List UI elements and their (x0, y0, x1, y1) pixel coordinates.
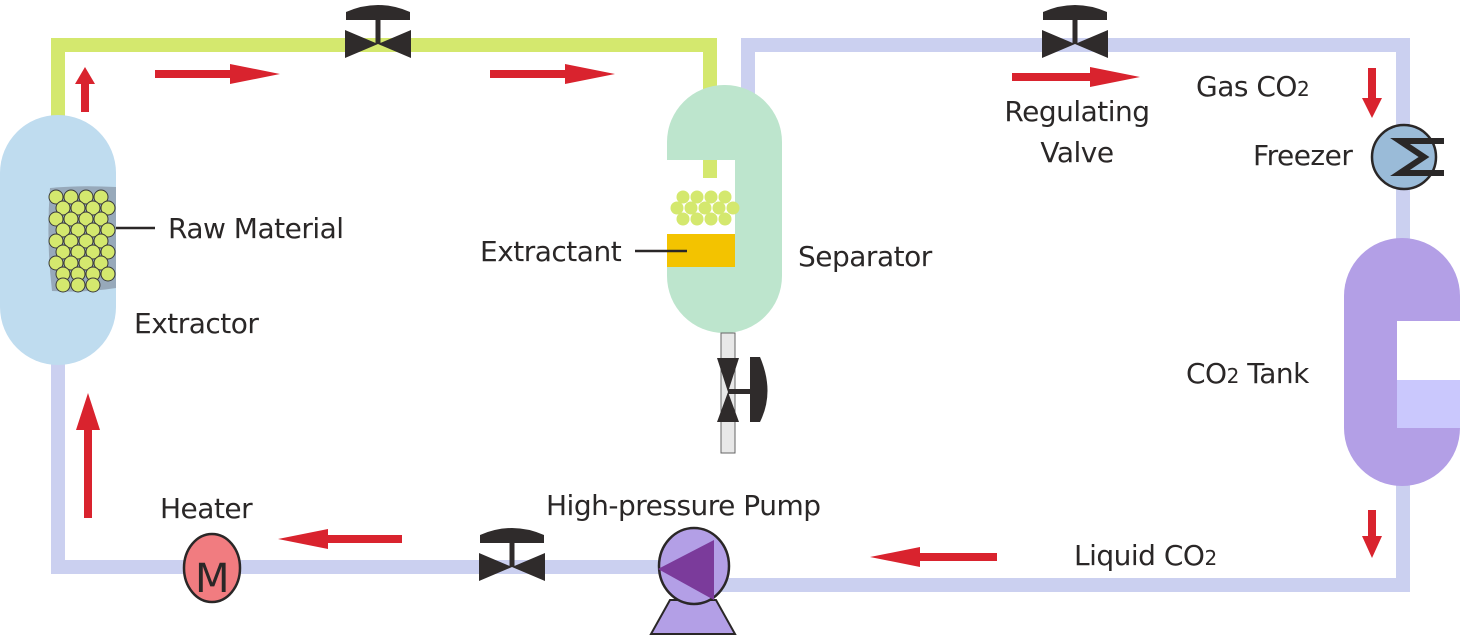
particle (48, 189, 64, 205)
extractor (0, 115, 155, 365)
freezer-coil-icon (1390, 138, 1444, 176)
particle (85, 200, 101, 216)
flow-arrows (75, 64, 1382, 567)
particle (70, 244, 86, 260)
arrow-up-icon (76, 393, 100, 518)
particle (100, 244, 116, 260)
separator (635, 85, 782, 454)
particle (698, 201, 712, 215)
raw-material-label: Raw Material (168, 212, 344, 245)
arrow-right-icon (1012, 67, 1140, 87)
particle (55, 222, 71, 238)
particle (85, 244, 101, 260)
regulating-valve-label-line2: Valve (1040, 136, 1113, 169)
particle (55, 200, 71, 216)
particle (70, 222, 86, 238)
particle (712, 201, 726, 215)
freezer (1370, 123, 1444, 191)
extractor-label: Extractor (134, 307, 259, 340)
regulating-valve-label-line1: Regulating (1004, 95, 1149, 128)
particle (100, 266, 116, 282)
liquid-co2-level (1397, 380, 1460, 428)
particle (704, 190, 718, 204)
particle (704, 212, 718, 226)
arrow-down-icon (1362, 510, 1382, 558)
arrow-left-icon (870, 547, 997, 567)
high-pressure-pump-label: High-pressure Pump (546, 489, 821, 522)
drain-valve-icon[interactable] (717, 357, 768, 422)
heater-symbol: M (195, 556, 229, 602)
particle (78, 255, 94, 271)
particle (100, 200, 116, 216)
particle (48, 211, 64, 227)
particle (93, 255, 109, 271)
particle (684, 201, 698, 215)
particle (670, 201, 684, 215)
extractant-label: Extractant (480, 235, 622, 268)
particle (726, 201, 740, 215)
particle (690, 212, 704, 226)
particle (63, 211, 79, 227)
particle (85, 222, 101, 238)
particle (78, 211, 94, 227)
particle (63, 233, 79, 249)
particle (690, 190, 704, 204)
arrow-left-icon (278, 529, 402, 549)
particle (78, 233, 94, 249)
separator-label: Separator (798, 240, 933, 273)
heater-label: Heater (160, 492, 253, 525)
particle (93, 189, 109, 205)
co2-tank (1344, 238, 1460, 486)
particle (676, 212, 690, 226)
freezer-label: Freezer (1253, 139, 1353, 172)
green-pipe (51, 38, 717, 176)
gas-co2-label: Gas CO2 (1196, 70, 1309, 103)
particle (718, 190, 732, 204)
co2-tank-label: CO2 Tank (1186, 357, 1310, 390)
arrow-right-icon (155, 64, 280, 84)
arrow-right-icon (490, 64, 615, 84)
particle (85, 277, 101, 293)
particle (48, 255, 64, 271)
arrow-down-icon (1362, 68, 1382, 118)
particle (718, 212, 732, 226)
liquid-co2-label: Liquid CO2 (1074, 539, 1217, 572)
blue-pipe-return (51, 360, 660, 574)
particle (78, 189, 94, 205)
particle (93, 211, 109, 227)
particle (70, 200, 86, 216)
raw-material-particles (48, 189, 116, 293)
particle (93, 233, 109, 249)
particle (100, 222, 116, 238)
particle (63, 255, 79, 271)
particle (55, 244, 71, 260)
particle (70, 277, 86, 293)
blue-pipe-liquid (700, 480, 1410, 592)
high-pressure-pump (649, 526, 737, 635)
separator-particles (670, 190, 740, 226)
pump-triangle-icon (658, 540, 714, 600)
heater: M (182, 532, 242, 604)
particle (676, 190, 690, 204)
particle (55, 277, 71, 293)
particle (48, 233, 64, 249)
arrow-up-icon (75, 67, 95, 112)
particle (63, 189, 79, 205)
